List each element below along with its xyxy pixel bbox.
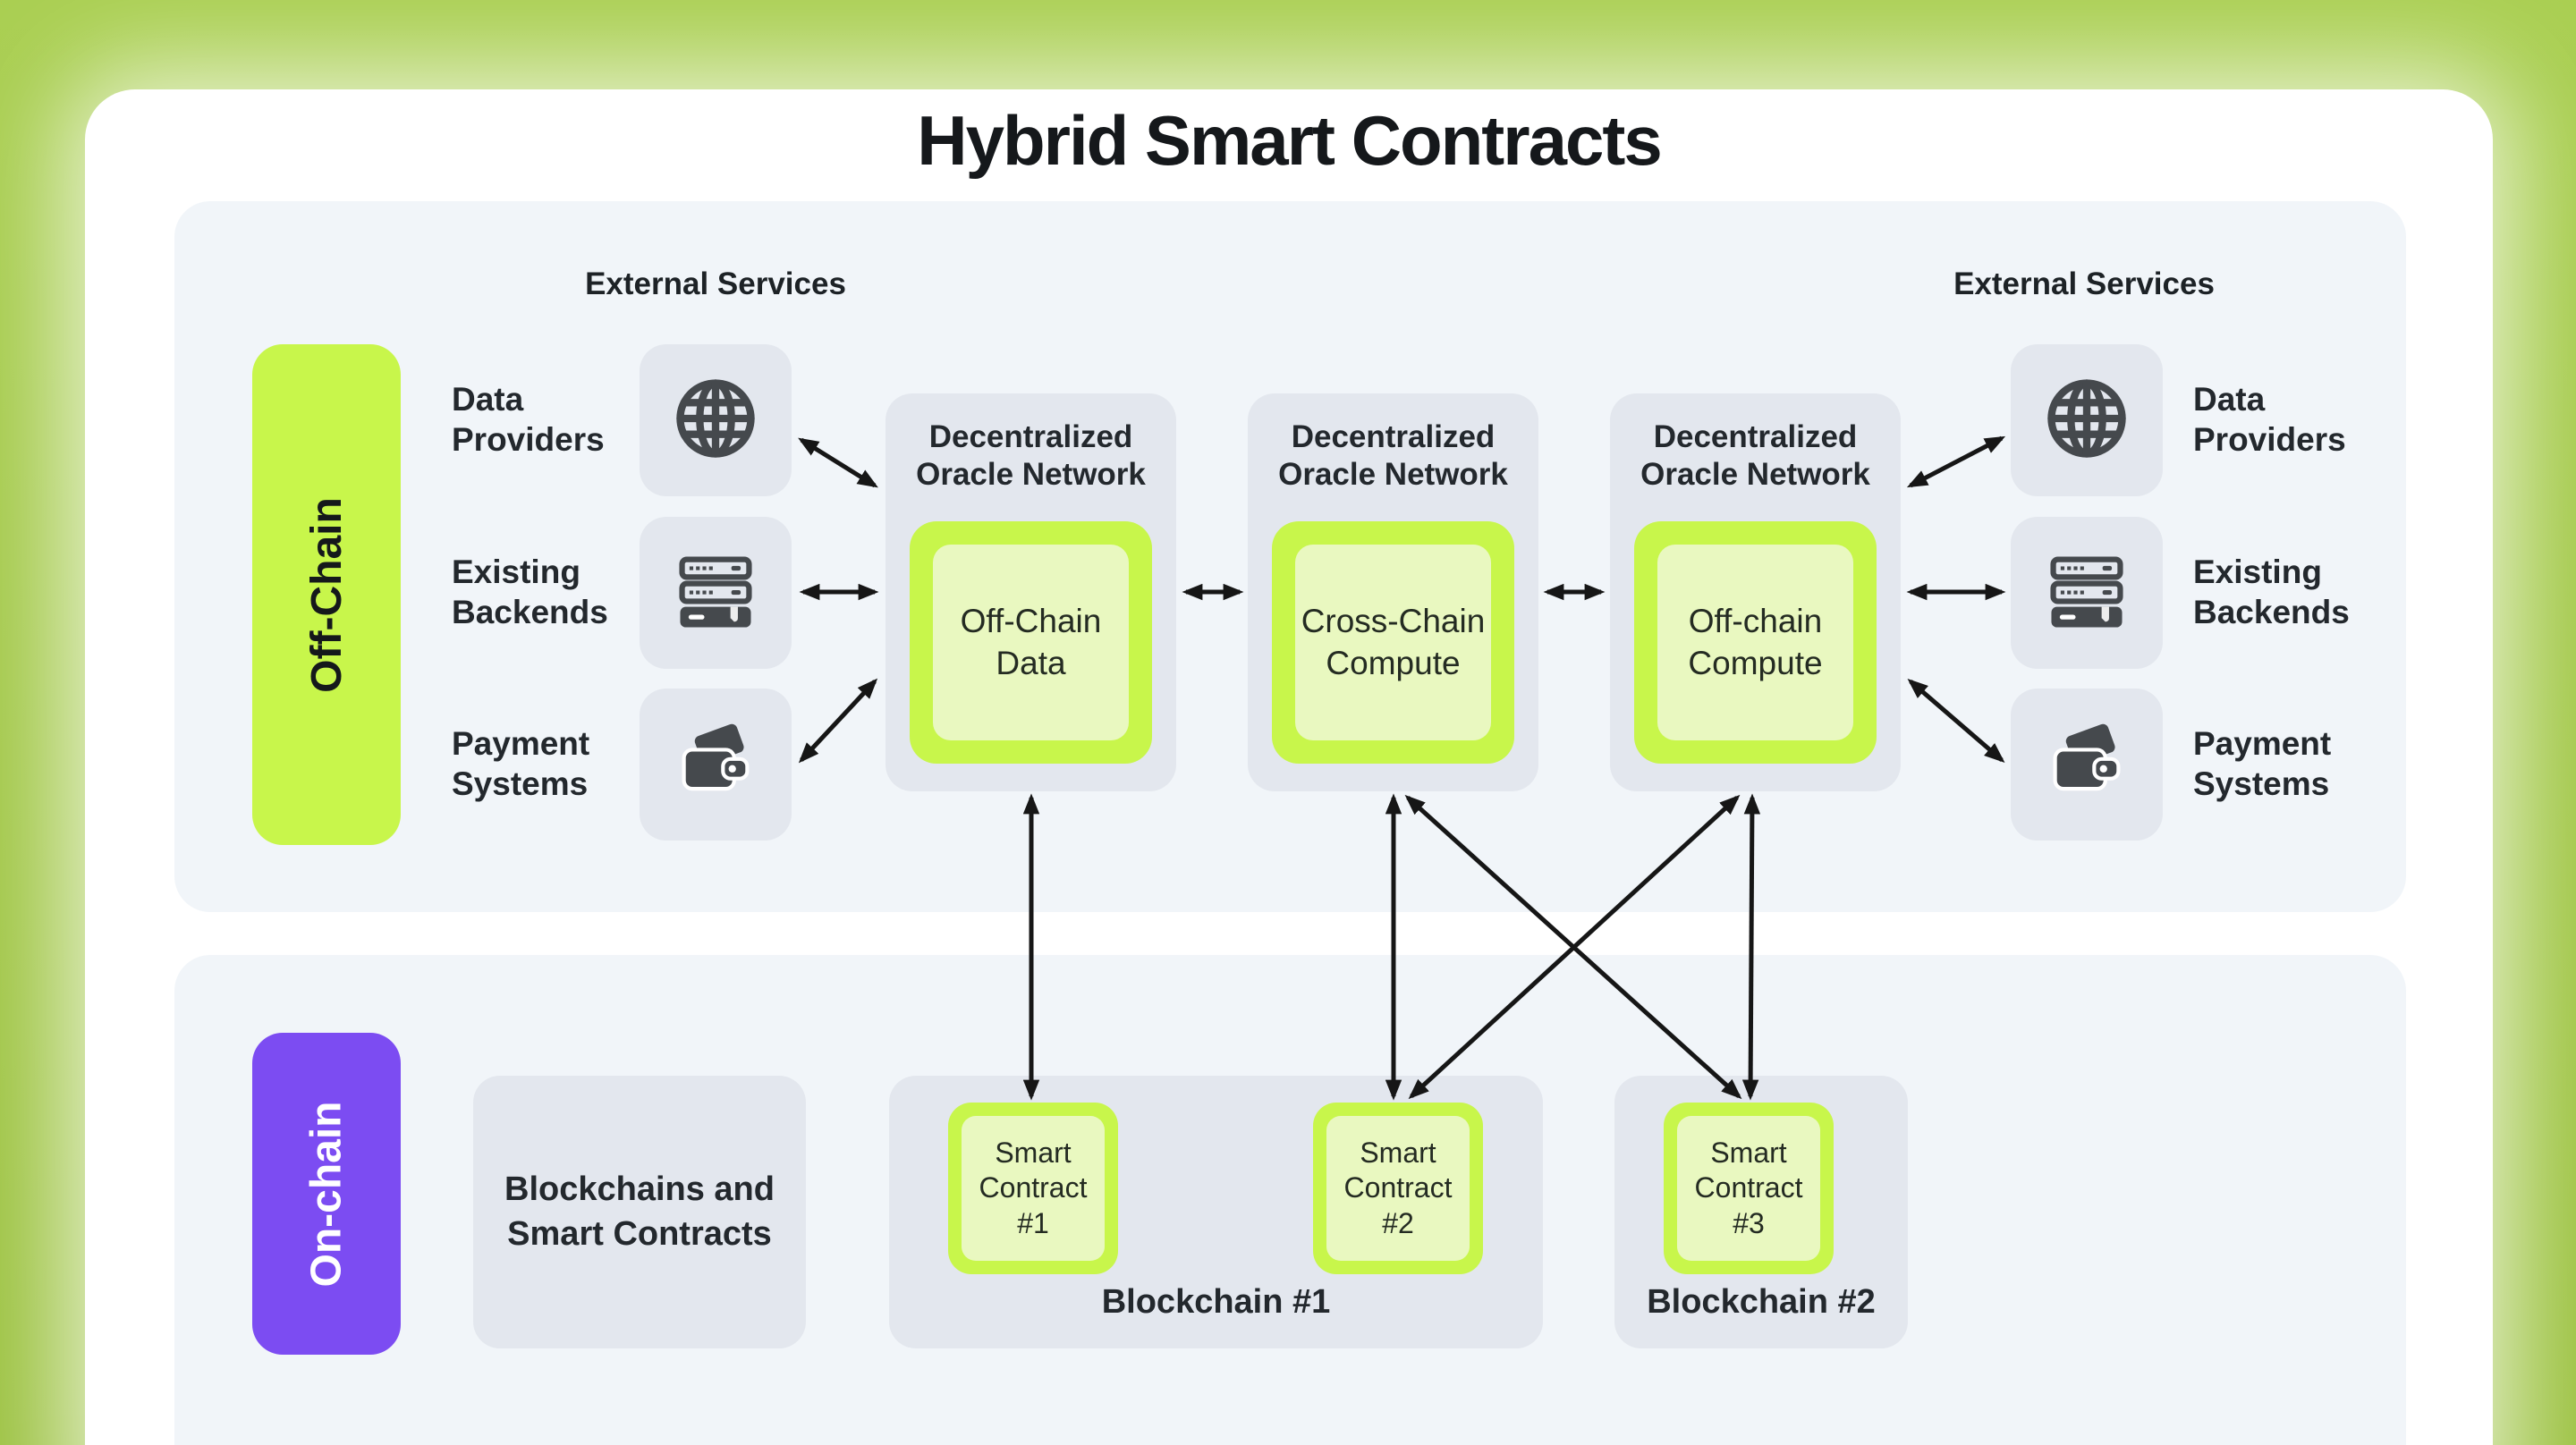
tile-existing-backends-left [640, 517, 792, 669]
blockchains-note: Blockchains and Smart Contracts [473, 1076, 806, 1348]
oracle-core-label: Off-Chain Data [933, 545, 1129, 740]
wallet-icon [2040, 716, 2133, 814]
oracle-network-3: Decentralized Oracle Network Off-chain C… [1610, 393, 1901, 791]
tile-payment-systems-right [2011, 689, 2163, 841]
oracle-core: Cross-Chain Compute [1272, 521, 1514, 764]
offchain-tag-label: Off-Chain [302, 496, 351, 693]
oracle-core-label: Cross-Chain Compute [1295, 545, 1491, 740]
label-data-providers-left: Data Providers [452, 381, 605, 459]
tile-data-providers-left [640, 344, 792, 496]
oracle-network-2: Decentralized Oracle Network Cross-Chain… [1248, 393, 1538, 791]
oracle-core: Off-chain Compute [1634, 521, 1877, 764]
tile-data-providers-right [2011, 344, 2163, 496]
oracle-network-title: Decentralized Oracle Network [916, 419, 1146, 492]
oracle-core-label: Off-chain Compute [1657, 545, 1853, 740]
label-existing-backends-left: Existing Backends [452, 553, 608, 631]
oracle-network-1: Decentralized Oracle Network Off-Chain D… [886, 393, 1176, 791]
external-services-header-right: External Services [1953, 266, 2215, 301]
smart-contract-3: Smart Contract #3 [1664, 1103, 1834, 1274]
smart-contract-2: Smart Contract #2 [1313, 1103, 1483, 1274]
label-payment-systems-right: Payment Systems [2193, 725, 2332, 803]
smart-contract-1: Smart Contract #1 [948, 1103, 1118, 1274]
oracle-network-title: Decentralized Oracle Network [1278, 419, 1508, 492]
tile-payment-systems-left [640, 689, 792, 841]
label-existing-backends-right: Existing Backends [2193, 553, 2350, 631]
server-icon [2040, 545, 2133, 642]
smart-contract-label: Smart Contract #2 [1326, 1116, 1470, 1261]
oracle-network-title: Decentralized Oracle Network [1640, 419, 1870, 492]
offchain-tag: Off-Chain [252, 344, 401, 845]
external-services-header-left: External Services [585, 266, 846, 301]
oracle-core: Off-Chain Data [910, 521, 1152, 764]
smart-contract-label: Smart Contract #3 [1677, 1116, 1820, 1261]
blockchain-2-label: Blockchain #2 [1647, 1283, 1876, 1321]
server-icon [669, 545, 762, 642]
label-payment-systems-left: Payment Systems [452, 725, 590, 803]
blockchain-1-label: Blockchain #1 [1101, 1283, 1331, 1321]
globe-icon [669, 372, 762, 469]
label-data-providers-right: Data Providers [2193, 381, 2346, 459]
wallet-icon [669, 716, 762, 814]
blockchain-2: Smart Contract #3 Blockchain #2 [1614, 1076, 1908, 1348]
tile-existing-backends-right [2011, 517, 2163, 669]
onchain-tag-label: On-chain [302, 1100, 351, 1288]
smart-contract-label: Smart Contract #1 [962, 1116, 1105, 1261]
onchain-tag: On-chain [252, 1033, 401, 1355]
globe-icon [2040, 372, 2133, 469]
blockchain-1: Smart Contract #1 Smart Contract #2 Bloc… [889, 1076, 1543, 1348]
page-title: Hybrid Smart Contracts [917, 101, 1663, 180]
